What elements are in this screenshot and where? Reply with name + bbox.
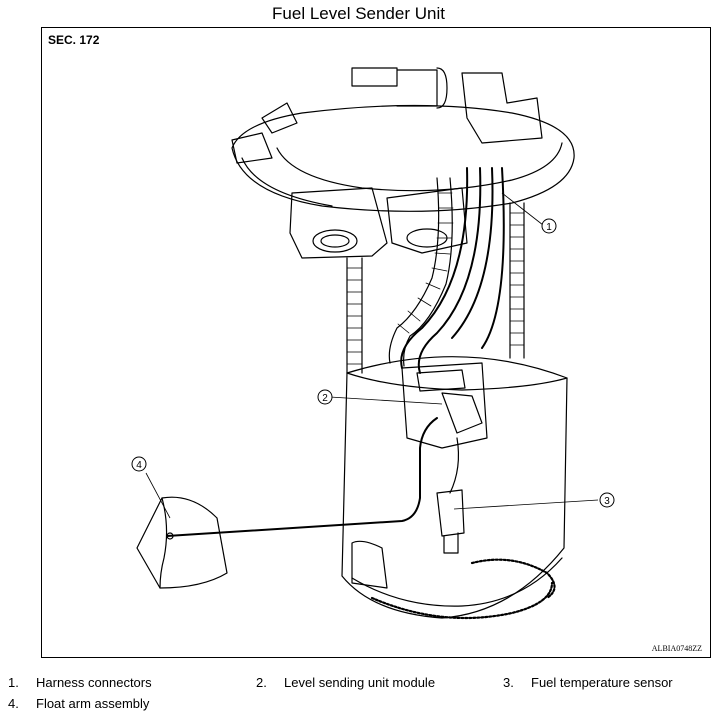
top-connector xyxy=(461,72,543,144)
legend-text: Level sending unit module xyxy=(284,675,436,690)
connector-block xyxy=(386,187,468,254)
wiring-bundle xyxy=(400,167,505,374)
legend-text: Fuel temperature sensor xyxy=(531,675,673,690)
leader-1 xyxy=(501,192,544,226)
callout-3-circle xyxy=(599,492,615,508)
top-tab xyxy=(261,102,298,134)
legend-text: Harness connectors xyxy=(36,675,152,690)
section-label: SEC. 172 xyxy=(48,33,100,47)
callout-4-circle xyxy=(131,456,147,472)
legend-number: 3. xyxy=(503,675,514,690)
legend-number: 4. xyxy=(8,696,19,711)
legend-text: Float arm assembly xyxy=(36,696,150,711)
diagram-title: Fuel Level Sender Unit xyxy=(272,4,445,23)
callout-1: 1 xyxy=(546,222,552,233)
legend-number: 1. xyxy=(8,675,19,690)
legend-number: 2. xyxy=(256,675,267,690)
leader-4 xyxy=(145,472,171,519)
filter-element xyxy=(470,558,556,600)
figure-frame: SEC. 172 xyxy=(41,27,711,658)
flange-rim xyxy=(241,142,563,207)
callout-3: 3 xyxy=(604,496,610,507)
bottom-filter xyxy=(370,581,554,620)
callout-2: 2 xyxy=(322,393,328,404)
callout-1-circle xyxy=(541,218,557,234)
leader-2 xyxy=(329,396,443,405)
cup-rim xyxy=(346,372,568,391)
fuel-sender-illustration: 1 2 3 4 xyxy=(131,67,615,620)
left-socket-port xyxy=(312,229,358,253)
temp-sensor xyxy=(436,489,465,554)
left-socket xyxy=(289,187,388,259)
callout-4: 4 xyxy=(136,460,142,471)
level-module xyxy=(401,362,488,449)
float xyxy=(136,496,228,589)
corrugated-hose xyxy=(388,177,453,367)
flange-top xyxy=(231,104,575,212)
left-guide-rod xyxy=(346,257,363,374)
right-guide-rod xyxy=(509,202,525,359)
leader-3 xyxy=(453,499,599,510)
reservoir-cup xyxy=(341,356,568,619)
fuel-outlet-pipe xyxy=(351,67,448,109)
float-arm xyxy=(166,417,438,537)
side-tab xyxy=(231,132,273,164)
figure-code: ALBIA0748ZZ xyxy=(651,644,702,653)
callout-2-circle xyxy=(317,389,333,405)
